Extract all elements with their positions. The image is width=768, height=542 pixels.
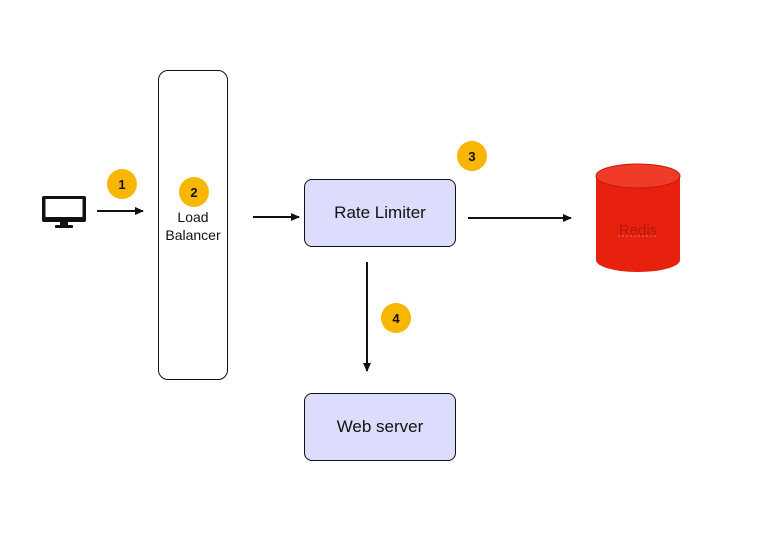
redis-label: Redis (618, 222, 658, 239)
load-balancer-label-line2: Balancer (165, 227, 221, 243)
step-badge-2: 2 (179, 177, 209, 207)
web-server-box: Web server (304, 393, 456, 461)
rate-limiter-box: Rate Limiter (304, 179, 456, 247)
monitor-icon (42, 196, 86, 228)
rate-limiter-label: Rate Limiter (334, 203, 426, 222)
step-badge-1: 1 (107, 169, 137, 199)
load-balancer-label: Load Balancer (158, 208, 228, 244)
load-balancer-label-line1: Load (177, 209, 209, 225)
web-server-label: Web server (336, 417, 424, 436)
load-balancer-box (158, 70, 228, 380)
database-cylinder-icon (595, 163, 681, 272)
step-badge-3: 3 (457, 141, 487, 171)
step-badge-4: 4 (381, 303, 411, 333)
